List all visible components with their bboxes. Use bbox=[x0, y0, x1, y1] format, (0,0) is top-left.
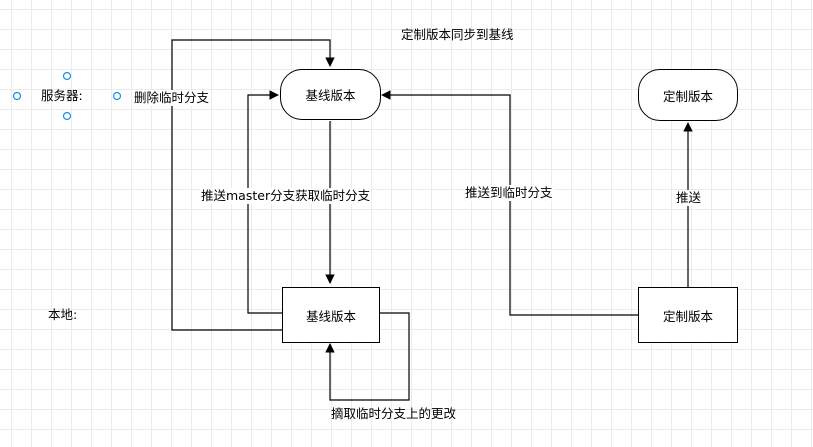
node-server-base[interactable]: 基线版本 bbox=[280, 69, 381, 120]
node-server-custom[interactable]: 定制版本 bbox=[638, 69, 738, 121]
edge-pick-changes-loop bbox=[325, 312, 410, 401]
selection-handle-right[interactable] bbox=[112, 91, 122, 101]
edge-delete-temp-branch bbox=[171, 39, 335, 331]
edge-push-to-temp-branch bbox=[381, 90, 638, 316]
label-delete-temp-branch: 删除临时分支 bbox=[133, 90, 211, 106]
label-push-master-fetch-temp: 推送master分支获取临时分支 bbox=[200, 188, 372, 204]
edge-local-to-server-base bbox=[247, 90, 282, 314]
server-label[interactable]: 服务器: bbox=[41, 88, 83, 103]
label-push-to-temp-branch: 推送到临时分支 bbox=[464, 185, 554, 201]
node-local-base[interactable]: 基线版本 bbox=[282, 287, 380, 343]
label-push: 推送 bbox=[675, 190, 703, 206]
selection-handle-bottom[interactable] bbox=[62, 111, 72, 121]
selection-handle-top[interactable] bbox=[62, 71, 72, 81]
label-sync-custom-to-base: 定制版本同步到基线 bbox=[401, 27, 514, 42]
node-local-custom[interactable]: 定制版本 bbox=[638, 287, 738, 343]
local-label: 本地: bbox=[48, 307, 78, 322]
selection-handle-left[interactable] bbox=[12, 91, 22, 101]
label-pick-changes-from-temp: 摘取临时分支上的更改 bbox=[331, 406, 457, 421]
